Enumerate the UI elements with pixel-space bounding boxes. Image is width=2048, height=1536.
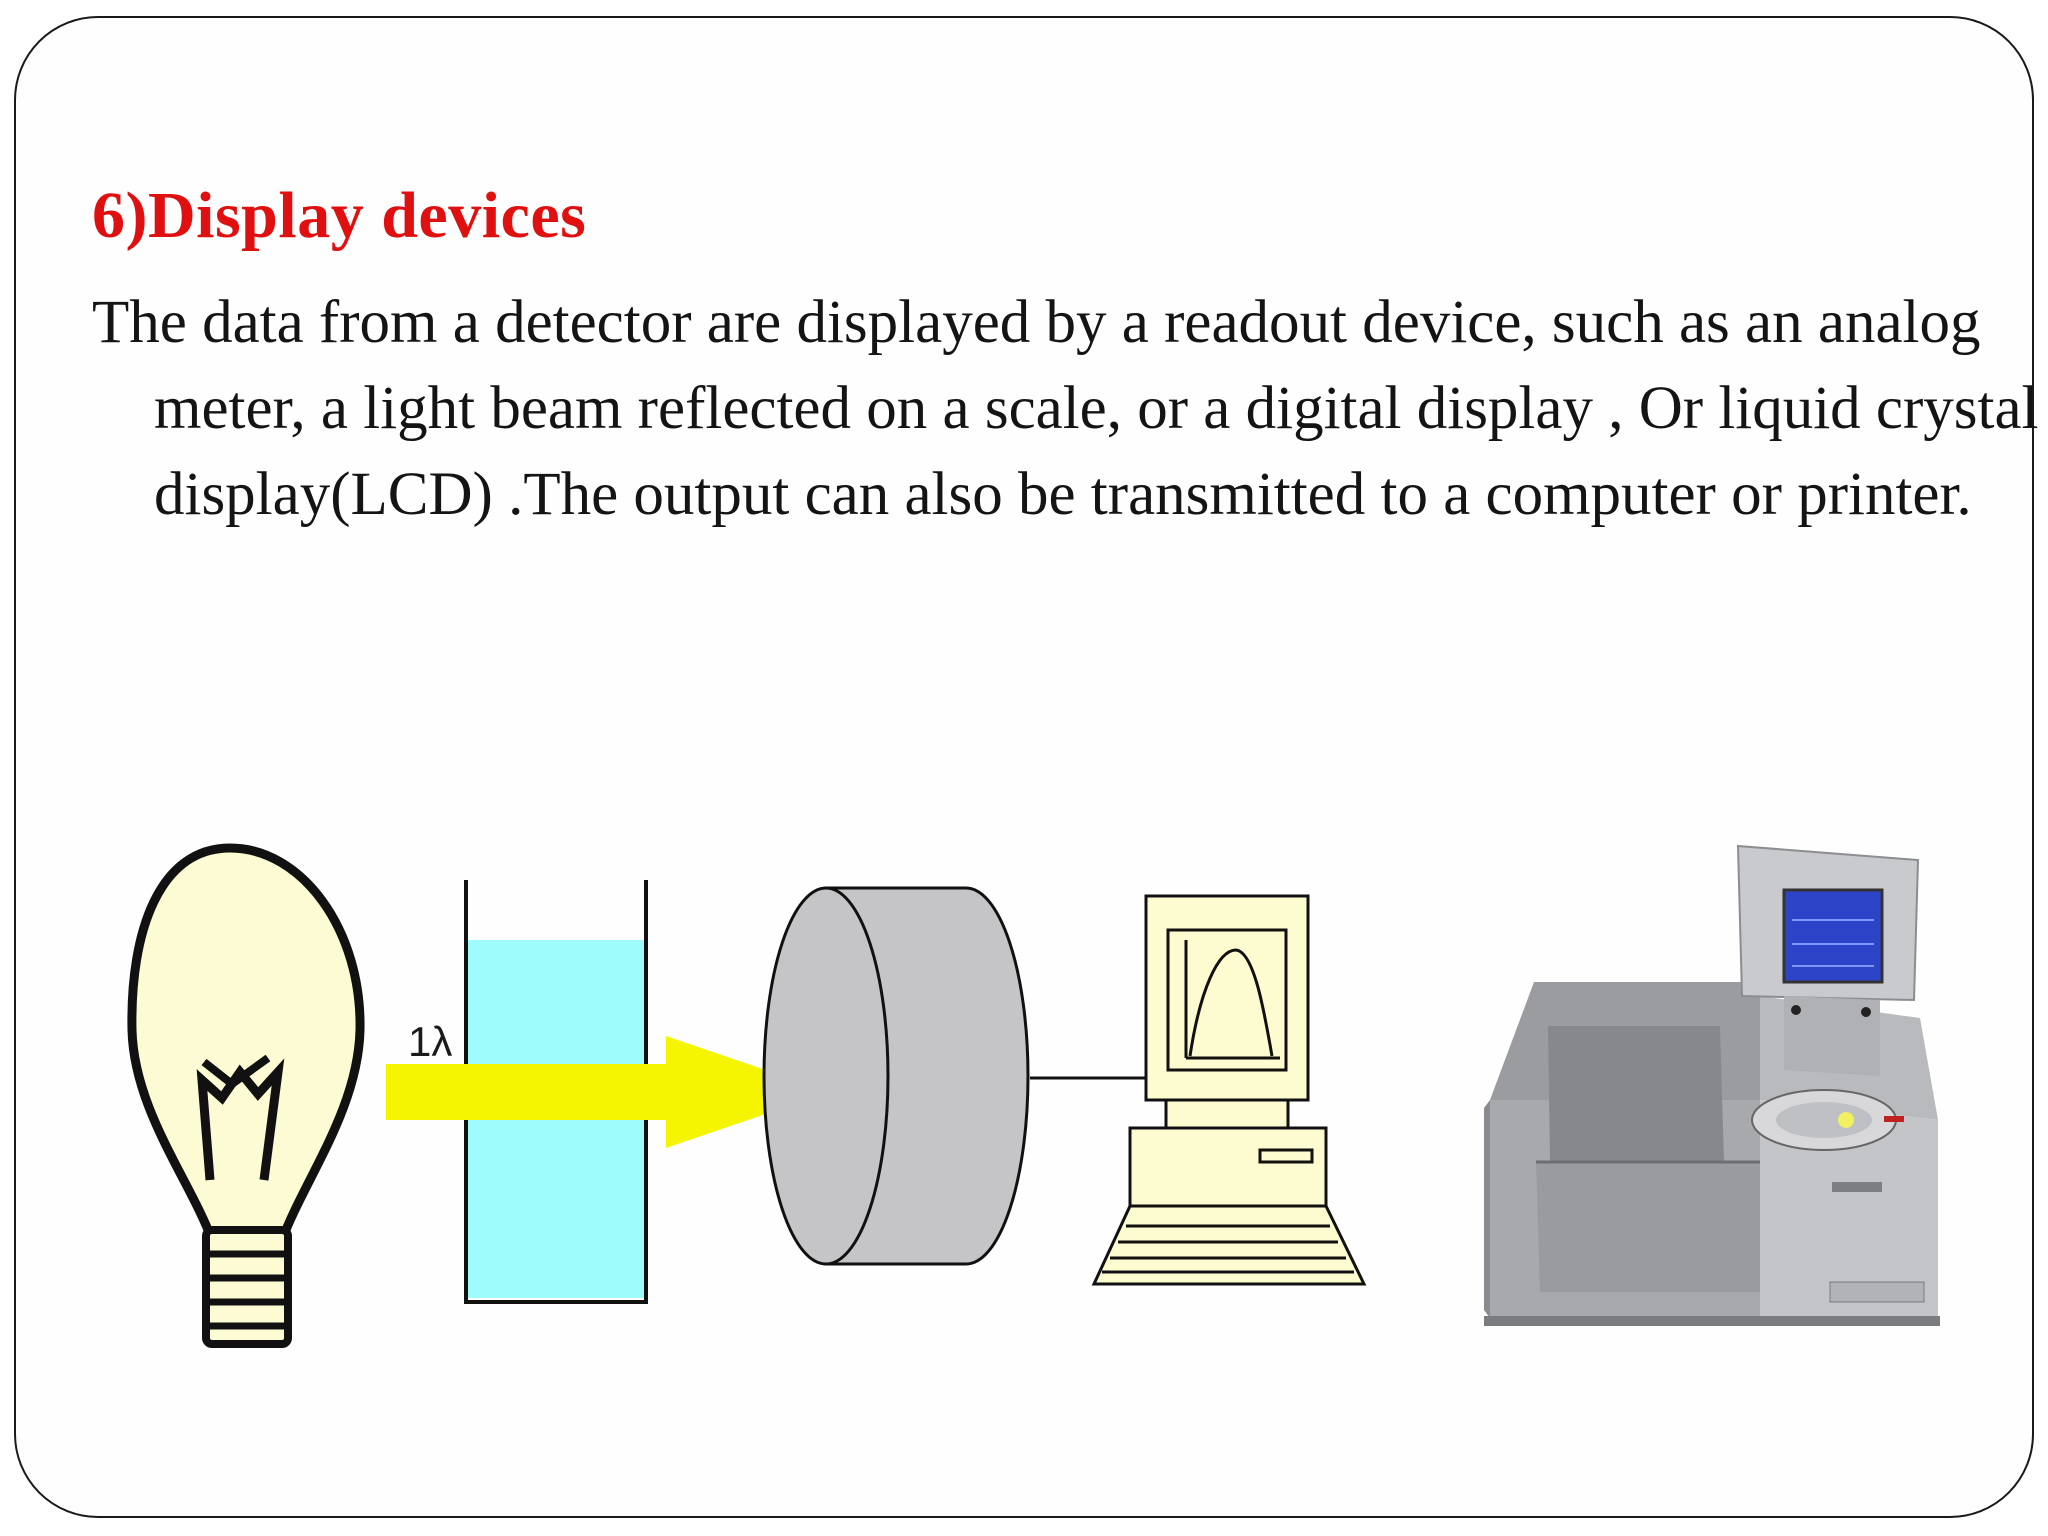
wavelength-label: 1λ bbox=[408, 1018, 452, 1065]
light-bulb-icon bbox=[127, 843, 365, 1348]
slide-title: 6)Display devices bbox=[92, 179, 587, 252]
light-beam-arrow bbox=[386, 1036, 830, 1148]
detector-cylinder bbox=[762, 886, 1030, 1266]
spectrophotometer-image bbox=[1484, 844, 1940, 1326]
slide-body-text: The data from a detector are displayed b… bbox=[92, 289, 2039, 528]
computer-icon bbox=[1091, 894, 1367, 1286]
